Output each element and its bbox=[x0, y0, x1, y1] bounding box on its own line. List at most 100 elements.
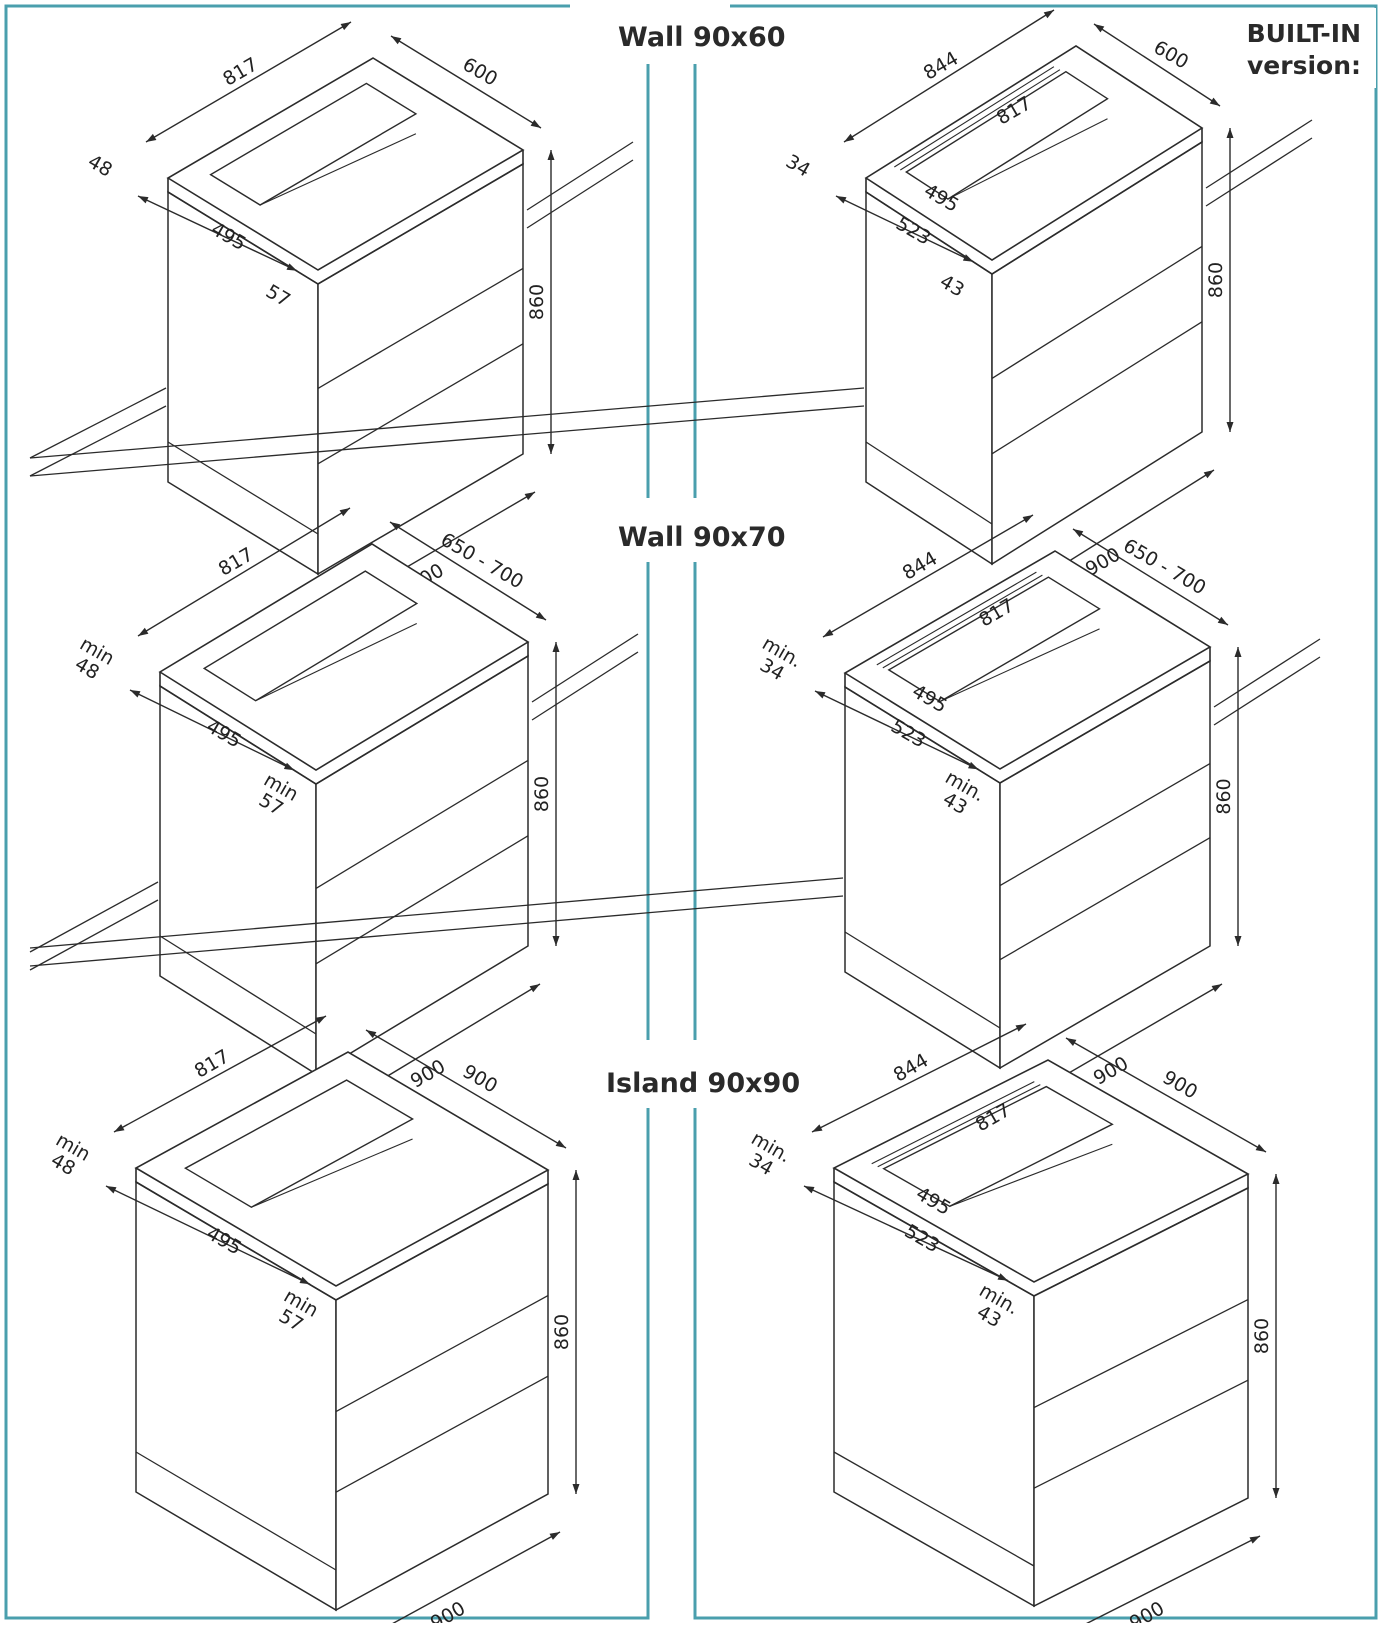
dim-top bbox=[811, 1023, 1027, 1133]
dim-height-label-line: 860 bbox=[551, 1314, 573, 1350]
dim-top-label: 844 bbox=[920, 47, 962, 84]
dim-depth-label-line: 900 bbox=[1159, 1066, 1201, 1103]
title-wall-90x60: Wall 90x60 bbox=[610, 22, 794, 53]
rebate-line bbox=[900, 69, 1061, 171]
dim-height-label: 860 bbox=[1251, 1318, 1273, 1354]
dim-width-arrow bbox=[1211, 984, 1222, 992]
wall-line bbox=[29, 899, 159, 971]
cutout-inner bbox=[949, 1143, 1113, 1207]
builtin-gap bbox=[1190, 8, 1376, 88]
dim-depth bbox=[389, 521, 547, 621]
dim-side-label: min48 bbox=[42, 1129, 94, 1183]
wall-line bbox=[1213, 656, 1321, 726]
wall-line bbox=[526, 141, 634, 211]
dim-depth-arrow bbox=[1066, 1038, 1077, 1046]
dim-depth-label: 650 - 700 bbox=[437, 529, 527, 594]
top-edge bbox=[135, 1168, 549, 1301]
dim-depth-arrow bbox=[530, 119, 541, 128]
dim-top-arrow bbox=[339, 508, 350, 517]
cutout-inner bbox=[947, 118, 1108, 200]
dim-height-label-line: 860 bbox=[531, 776, 553, 812]
drawer-line-0 bbox=[335, 1295, 549, 1413]
dim-depth-label: 900 bbox=[1159, 1066, 1201, 1103]
rebate-line bbox=[882, 574, 1043, 669]
dim-depth-arrow bbox=[1255, 1144, 1266, 1152]
dim-height-arrow bbox=[552, 936, 560, 946]
dim-height-arrow bbox=[572, 1484, 580, 1494]
dim-top-label-line: 817 bbox=[191, 1045, 233, 1082]
dim-height-label-line: 860 bbox=[1251, 1318, 1273, 1354]
dim-top-label-line: 844 bbox=[899, 547, 941, 584]
wall-line bbox=[531, 651, 639, 721]
dim-height-arrow bbox=[547, 444, 555, 454]
dim-height-arrow bbox=[1272, 1488, 1280, 1498]
wall-line bbox=[29, 877, 844, 949]
dim-top-arrow bbox=[1015, 1024, 1026, 1032]
dim-depth bbox=[1065, 1037, 1267, 1153]
wall-line bbox=[29, 387, 167, 459]
dim-depth-arrow bbox=[1073, 529, 1084, 538]
dim-cut bbox=[129, 689, 295, 771]
dim-cut-arrow bbox=[962, 254, 974, 262]
drawer-line-0 bbox=[999, 763, 1211, 887]
drawer-line-0 bbox=[1033, 1299, 1249, 1409]
drawer-line-0 bbox=[317, 267, 524, 389]
dim-top-label: 844 bbox=[899, 547, 941, 584]
dim-top-arrow bbox=[315, 1016, 326, 1024]
dim-height-label: 860 bbox=[526, 284, 548, 320]
dim-height-label: 860 bbox=[1213, 778, 1235, 814]
drawer-line-1 bbox=[991, 321, 1203, 455]
dim-width-arrow bbox=[1203, 470, 1214, 479]
dim-height-label: 860 bbox=[1205, 262, 1227, 298]
dim-top bbox=[843, 9, 1055, 143]
dim-height-arrow bbox=[1234, 647, 1242, 657]
dim-width-arrow bbox=[1249, 1536, 1260, 1544]
dim-depth-label-line: 900 bbox=[459, 1060, 501, 1097]
cutout-inner bbox=[255, 622, 417, 702]
top-edge bbox=[844, 647, 1211, 784]
dim-side-label-line: 48 bbox=[84, 150, 116, 181]
cutout bbox=[882, 1085, 1114, 1208]
dim-depth-label: 650 - 700 bbox=[1119, 535, 1209, 600]
dim-height-arrow bbox=[1226, 422, 1234, 432]
dim-top-label: 817 bbox=[219, 53, 261, 90]
dim-cut-arrow bbox=[106, 1186, 117, 1194]
dim-height-arrow bbox=[1234, 936, 1242, 946]
builtin-line-1: BUILT-IN bbox=[1246, 19, 1361, 48]
dim-cut-arrow bbox=[138, 196, 149, 204]
dim-depth-label: 600 bbox=[459, 53, 501, 90]
dim-side-label: min48 bbox=[66, 633, 118, 687]
dim-cut-arrow bbox=[815, 691, 826, 699]
wall-line bbox=[29, 405, 167, 477]
dim-height-label-line: 860 bbox=[526, 284, 548, 320]
dim-cut-arrow bbox=[997, 1273, 1008, 1281]
dim-top-arrow bbox=[138, 627, 149, 636]
dim-cut-arrow bbox=[286, 263, 297, 271]
dim-top-arrow bbox=[1022, 515, 1033, 523]
cutout bbox=[209, 82, 418, 206]
dim-cut-arrow bbox=[836, 196, 847, 204]
dim-top bbox=[113, 1015, 327, 1133]
plinth-line bbox=[833, 1451, 1035, 1567]
dim-top-label-line: 844 bbox=[890, 1049, 932, 1086]
dim-depth-arrow bbox=[1209, 97, 1220, 106]
dim-depth-label: 900 bbox=[459, 1060, 501, 1097]
dim-cut bbox=[835, 195, 974, 263]
cutout bbox=[202, 570, 419, 702]
dim-height-label: 860 bbox=[551, 1314, 573, 1350]
dim-side-label: min.34 bbox=[748, 632, 805, 689]
drawer-line-1 bbox=[1033, 1379, 1249, 1489]
cutout bbox=[905, 70, 1109, 200]
dim-cut-arrow bbox=[283, 762, 295, 771]
dim-height-arrow bbox=[1226, 128, 1234, 138]
dim-depth-label-line: 600 bbox=[1150, 36, 1192, 73]
cutout-inner bbox=[259, 133, 417, 206]
dim-top-arrow bbox=[823, 629, 834, 637]
dim-height-arrow bbox=[552, 642, 560, 652]
builtin-version-label: BUILT-IN version: bbox=[1247, 18, 1361, 82]
dim-top-arrow bbox=[844, 133, 855, 142]
